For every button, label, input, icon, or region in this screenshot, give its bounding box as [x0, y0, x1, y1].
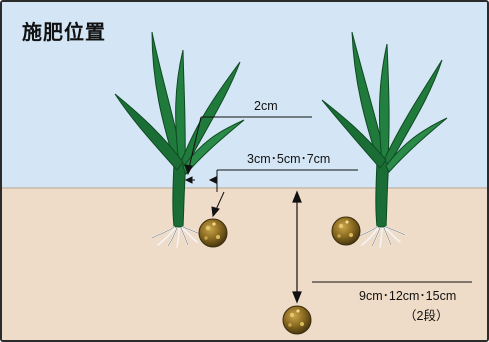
fertilizer-ball-deep: [283, 306, 311, 334]
stem-gap-label: 2cm: [254, 99, 278, 113]
fertilizer-ball-right: [332, 217, 360, 245]
onion-plant-left: [115, 32, 244, 247]
side-distance-label: 3cm･5cm･7cm: [247, 152, 330, 166]
fertilizer-ball-left: [199, 219, 227, 247]
diagram-title: 施肥位置: [22, 16, 106, 45]
depth-label: 9cm･12cm･15cm: [359, 289, 456, 303]
side-distance-dimension: [186, 170, 358, 216]
depth-note: （2段）: [404, 308, 448, 323]
onion-plant-right: [322, 32, 447, 247]
